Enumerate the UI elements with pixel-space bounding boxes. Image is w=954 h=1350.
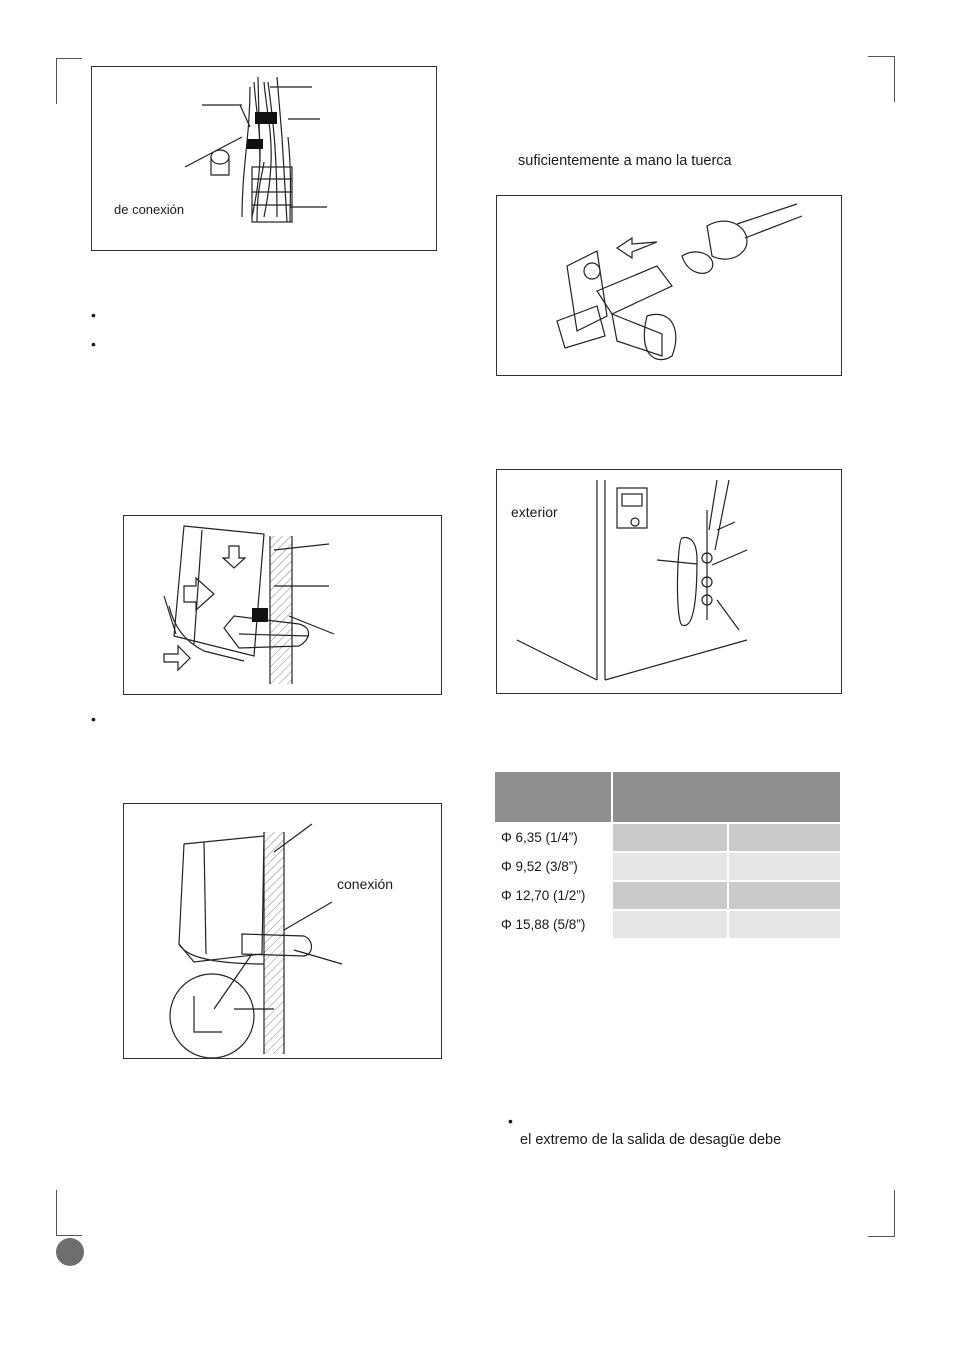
crop-mark-bottom-right-v: [894, 1190, 895, 1236]
table-cell: [728, 822, 840, 852]
table-row: Φ 6,35 (1/4”): [495, 822, 840, 852]
table-row: Φ 9,52 (3/8”): [495, 851, 840, 881]
indoor-unit-hooking-illustration: [163, 525, 335, 684]
label-exterior: exterior: [511, 504, 558, 520]
pipe-wrapping-illustration: [184, 76, 327, 223]
crop-mark-top-right-v: [894, 56, 895, 102]
pipe-size-cell: Φ 6,35 (1/4”): [495, 822, 613, 852]
table-cell: [728, 880, 840, 910]
pipe-size-cell: Φ 15,88 (5/8”): [495, 909, 613, 938]
bullet-1: •: [91, 307, 96, 323]
table-header: [495, 772, 840, 823]
flare-nut-illustration: [556, 203, 803, 361]
outdoor-unit-illustration: [516, 479, 748, 681]
table-cell: [612, 822, 729, 852]
crop-mark-top-left-v: [56, 58, 57, 104]
pipe-size-table: Φ 6,35 (1/4”) Φ 9,52 (3/8”) Φ 12,70 (1/2…: [495, 772, 840, 938]
table-cell: [728, 851, 840, 881]
bullet-2: •: [91, 336, 96, 352]
label-conexion: conexión: [337, 876, 394, 892]
figure-unit-connection-detail: conexión: [123, 803, 442, 1059]
table-row: Φ 15,88 (5/8”): [495, 909, 840, 938]
pipe-size-cell: Φ 9,52 (3/8”): [495, 851, 613, 881]
bullet-4: •: [508, 1113, 513, 1129]
crop-mark-bottom-right-h: [868, 1236, 895, 1237]
pipe-size-cell: Φ 12,70 (1/2”): [495, 880, 613, 910]
crop-mark-bottom-left-h: [56, 1235, 82, 1236]
crop-mark-bottom-left-v: [56, 1190, 57, 1236]
unit-connection-illustration: [169, 823, 343, 1059]
header-cell-2: [612, 772, 840, 823]
header-cell-1: [495, 772, 613, 823]
figure-pipe-wrapping: de conexión: [91, 66, 437, 251]
crop-mark-top-right-h: [868, 56, 895, 57]
text-tighten-nut: suficientemente a mano la tuerca: [518, 153, 732, 169]
page-number-badge: [56, 1238, 84, 1266]
figure-indoor-unit-hooking: [123, 515, 442, 695]
figure-flare-nut: [496, 195, 842, 376]
figure-outdoor-unit: exterior: [496, 469, 842, 694]
table-cell: [612, 851, 729, 881]
table-cell: [612, 909, 729, 938]
label-de-conexion: de conexión: [114, 202, 185, 217]
table-row: Φ 12,70 (1/2”): [495, 880, 840, 910]
table-cell: [612, 880, 729, 910]
bullet-3: •: [91, 711, 96, 727]
text-drain-outlet: el extremo de la salida de desagüe debe: [520, 1132, 782, 1148]
crop-mark-top-left-h: [56, 58, 82, 59]
table-cell: [728, 909, 840, 938]
